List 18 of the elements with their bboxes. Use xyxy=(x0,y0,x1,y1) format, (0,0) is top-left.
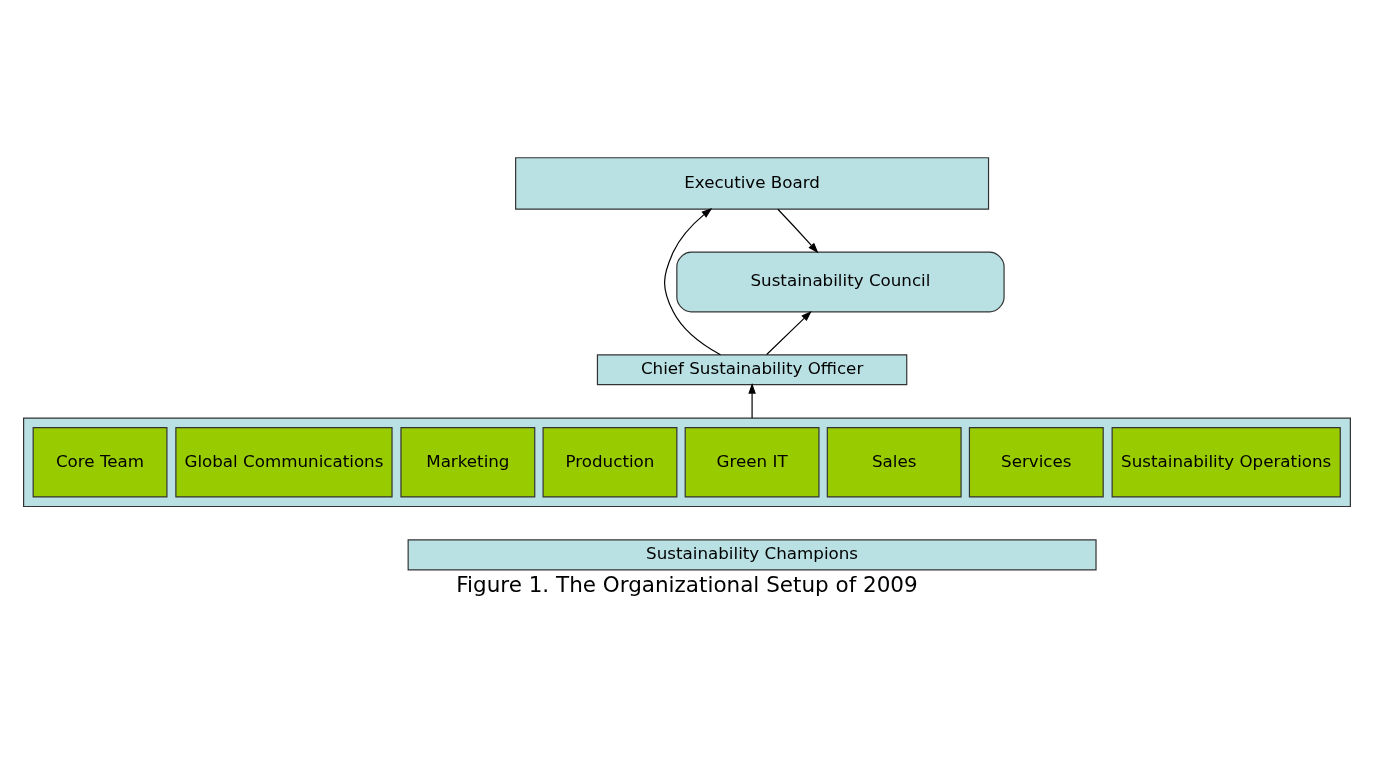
arrow xyxy=(766,310,812,356)
node-box: Core Team xyxy=(32,427,168,498)
arrow xyxy=(748,382,756,419)
node-box: Chief Sustainability Officer xyxy=(596,354,908,386)
node-box: Production xyxy=(542,427,678,498)
node-box: Sustainability Champions xyxy=(407,539,1097,571)
arrow xyxy=(777,208,819,254)
node-box: Sales xyxy=(826,427,962,498)
node-box: Sustainability Operations xyxy=(1111,427,1341,498)
node-box: Global Communications xyxy=(175,427,393,498)
node-box: Sustainability Council xyxy=(676,251,1005,313)
node-box: Executive Board xyxy=(515,157,990,210)
caption: Figure 1. The Organizational Setup of 2009 xyxy=(456,571,918,597)
node-box: Green IT xyxy=(684,427,820,498)
cluster xyxy=(23,417,1351,508)
node-box: Marketing xyxy=(400,427,536,498)
node-box: Services xyxy=(968,427,1104,498)
arrow xyxy=(663,208,722,356)
